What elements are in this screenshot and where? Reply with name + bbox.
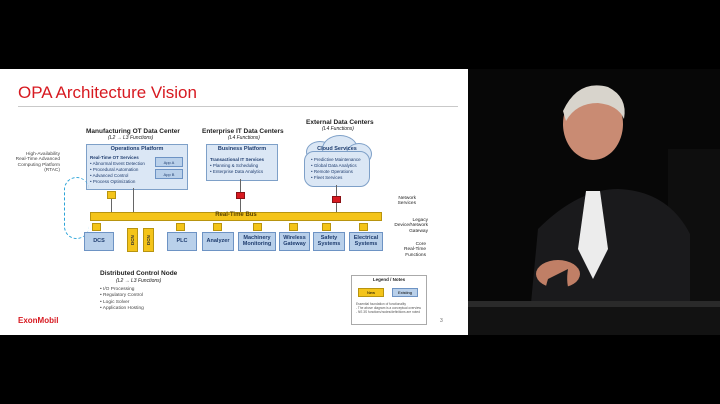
cloud-services-title: Cloud Services bbox=[317, 146, 357, 152]
dcn-item: • Regulatory Control bbox=[100, 293, 144, 299]
mfg-sub: (L2 → L3 Functions) bbox=[108, 135, 154, 141]
presentation-slide: OPA Architecture Vision High-Availabilit… bbox=[0, 69, 468, 335]
label-line: Real-Time bbox=[404, 247, 426, 253]
legend-notes: Essential foundation of functionality - … bbox=[356, 302, 421, 314]
cloud-services-box: Cloud Services • Predictive Maintenance … bbox=[304, 146, 370, 187]
business-platform-box: Business Platform Transactional IT Servi… bbox=[206, 144, 278, 181]
label-line: Gateway bbox=[409, 228, 428, 234]
cloud-service-item: • Predictive Maintenance bbox=[311, 157, 361, 162]
cloud-service-item: • Remote Operations bbox=[311, 169, 353, 174]
ha-rtac-label: High-Availability Real-Time Advanced Com… bbox=[4, 152, 60, 173]
dcn-node: DCN bbox=[143, 228, 154, 252]
bus-label: Real-Time Bus bbox=[215, 212, 257, 218]
node-plc: PLC bbox=[167, 232, 197, 251]
node-wireless-gateway: Wireless Gateway bbox=[279, 232, 310, 251]
dcn-sub: (L2 → L3 Functions) bbox=[116, 278, 162, 284]
legend-box: Legend / Notes New Existing Essential fo… bbox=[351, 275, 427, 325]
label-line: Functions bbox=[405, 252, 426, 258]
ot-services-title: Real-Time OT Services bbox=[90, 155, 139, 160]
dcn-item: • Application Hosting bbox=[100, 306, 144, 312]
ha-link-loop bbox=[64, 177, 89, 239]
legend-note: - NS 3S functions/nodes/definitions are … bbox=[356, 310, 420, 315]
dcn-node: DCN bbox=[127, 228, 138, 252]
dcn-item: • I/O Processing bbox=[100, 287, 135, 292]
it-service-item: • Enterprise Data Analytics bbox=[210, 169, 264, 174]
legend-existing-chip: Existing bbox=[392, 288, 418, 297]
node-machinery-monitoring: Machinery Monitoring bbox=[238, 232, 276, 251]
node-electrical-systems: Electrical Systems bbox=[349, 232, 383, 251]
bus-tap bbox=[107, 191, 116, 199]
it-services-title: Transactional IT Services bbox=[210, 157, 265, 162]
legend-note: Essential foundation of functionality bbox=[356, 302, 406, 306]
label-line: Core bbox=[415, 242, 426, 247]
bus-tap bbox=[322, 223, 331, 231]
ot-service-item: • Process Optimization bbox=[90, 179, 136, 184]
node-analyzer: Analyzer bbox=[202, 232, 234, 251]
ha-rtac-line: (RTAC) bbox=[44, 167, 60, 173]
label-line: Legacy bbox=[412, 218, 428, 223]
ha-rtac-line: Real-Time Advanced bbox=[15, 157, 60, 163]
ext-heading: External Data Centers bbox=[306, 119, 374, 126]
bus-tap bbox=[289, 223, 298, 231]
dcn-items: • I/O Processing • Regulatory Control • … bbox=[100, 287, 144, 313]
slide-title: OPA Architecture Vision bbox=[18, 83, 197, 102]
label-line: Services bbox=[397, 201, 416, 207]
ext-sub: (L4 Functions) bbox=[322, 126, 354, 132]
node-safety-systems: Safety Systems bbox=[313, 232, 345, 251]
ot-service-item: • Advanced Control bbox=[90, 173, 129, 178]
ha-rtac-line: High-Availability bbox=[25, 152, 60, 157]
connector-line bbox=[111, 195, 112, 212]
bus-tap bbox=[213, 223, 222, 231]
title-rule bbox=[18, 106, 458, 107]
cloud-service-item: • Global Data Analytics bbox=[311, 163, 357, 168]
speaker-figure bbox=[468, 69, 720, 335]
node-dcs: DCS bbox=[84, 232, 114, 251]
mfg-heading: Manufacturing OT Data Center bbox=[86, 128, 180, 135]
ent-heading: Enterprise IT Data Centers bbox=[202, 128, 284, 135]
it-service-item: • Planning & Scheduling bbox=[210, 163, 259, 168]
app-a-chip: App A bbox=[155, 157, 183, 167]
ot-service-item: • Procedural Automation bbox=[90, 167, 139, 172]
bus-tap bbox=[253, 223, 262, 231]
operations-platform-title: Operations Platform bbox=[110, 146, 164, 152]
bus-tap bbox=[176, 223, 185, 231]
connector-line bbox=[133, 188, 134, 212]
firewall-icon bbox=[332, 196, 341, 203]
core-functions-label: Core Real-Time Functions bbox=[396, 242, 426, 258]
legend-title: Legend / Notes bbox=[372, 277, 406, 282]
operations-platform-box: Operations Platform Real-Time OT Service… bbox=[86, 144, 188, 190]
label-line: Network bbox=[398, 196, 416, 201]
real-time-bus: Real-Time Bus bbox=[90, 212, 382, 221]
business-platform-title: Business Platform bbox=[217, 146, 267, 152]
ha-rtac-line: Computing Platform bbox=[17, 162, 60, 168]
app-b-chip: App B bbox=[155, 169, 183, 179]
speaker-video bbox=[468, 69, 720, 335]
bus-tap bbox=[92, 223, 101, 231]
firewall-icon bbox=[236, 192, 245, 199]
ent-sub: (L4 Functions) bbox=[228, 135, 260, 141]
network-services-label: Network Services bbox=[386, 196, 416, 207]
dcn-heading: Distributed Control Node bbox=[100, 270, 178, 277]
bus-tap bbox=[359, 223, 368, 231]
company-logo: ExonMobil bbox=[18, 316, 59, 325]
ot-service-item: • Abnormal Event Detection bbox=[90, 161, 145, 166]
label-line: Device/Network bbox=[394, 223, 428, 229]
dcn-item: • Logic Solver bbox=[100, 299, 130, 305]
page-number: 3 bbox=[440, 318, 443, 324]
cloud-service-item: • Fleet Services bbox=[311, 175, 343, 180]
legend-note: - The above diagram is a conceptual over… bbox=[356, 306, 421, 311]
legacy-gateway-label: Legacy Device/Network Gateway bbox=[388, 218, 428, 234]
legend-new-chip: New bbox=[358, 288, 384, 297]
